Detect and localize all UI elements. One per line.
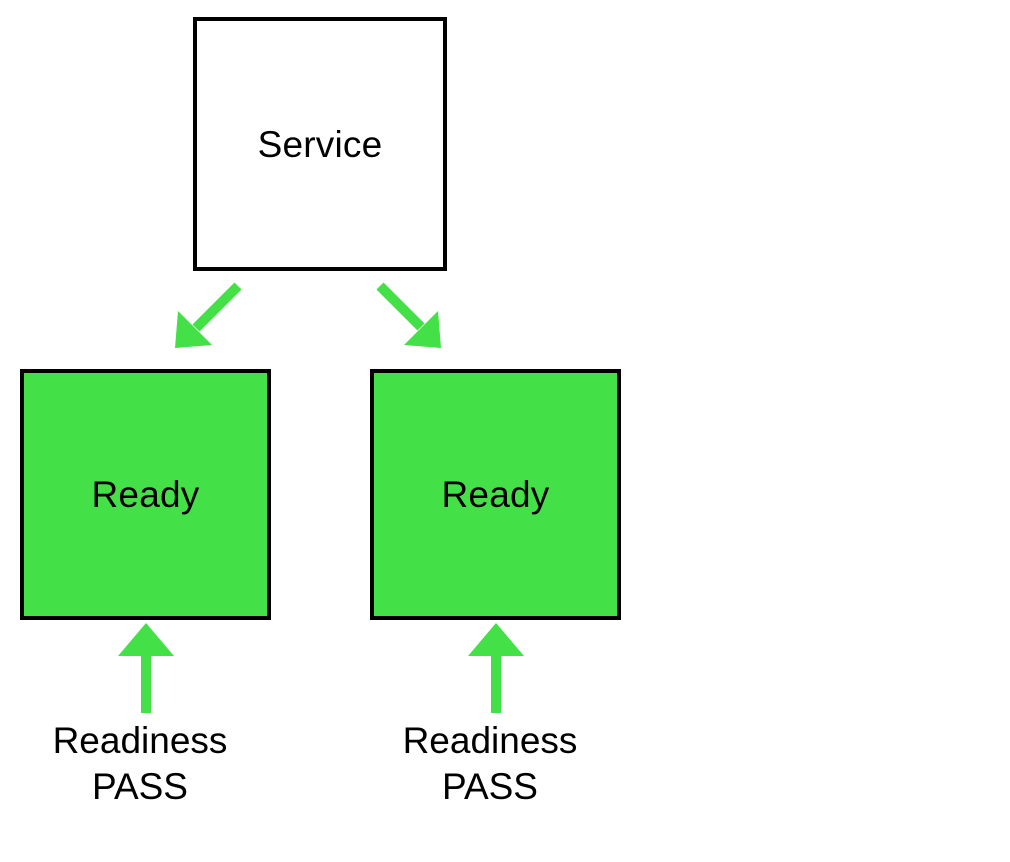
readiness-probe-label-left: Readiness PASS [18,718,262,810]
service-node[interactable]: Service [193,17,447,271]
arrow-shaft [376,282,425,331]
arrow-probe-to-ready-right [468,623,524,713]
ready-node-right[interactable]: Ready [370,369,621,620]
ready-node-left-label: Ready [91,474,200,515]
arrow-service-to-ready-right [376,282,441,348]
arrow-service-to-ready-left [175,282,242,348]
ready-node-left[interactable]: Ready [20,369,271,620]
ready-node-right-label: Ready [441,474,550,515]
service-node-label: Service [257,123,383,165]
arrow-head [175,311,212,348]
readiness-probe-label-right: Readiness PASS [368,718,612,810]
arrow-shaft [192,282,242,332]
readiness-probe-left-status: PASS [92,766,188,807]
arrow-head [118,623,174,656]
arrow-head [404,311,441,348]
arrow-probe-to-ready-left [118,623,174,713]
readiness-probe-left-line1: Readiness [52,720,228,761]
readiness-probe-right-line1: Readiness [402,720,578,761]
arrow-head [468,623,524,656]
readiness-probe-right-status: PASS [442,766,538,807]
